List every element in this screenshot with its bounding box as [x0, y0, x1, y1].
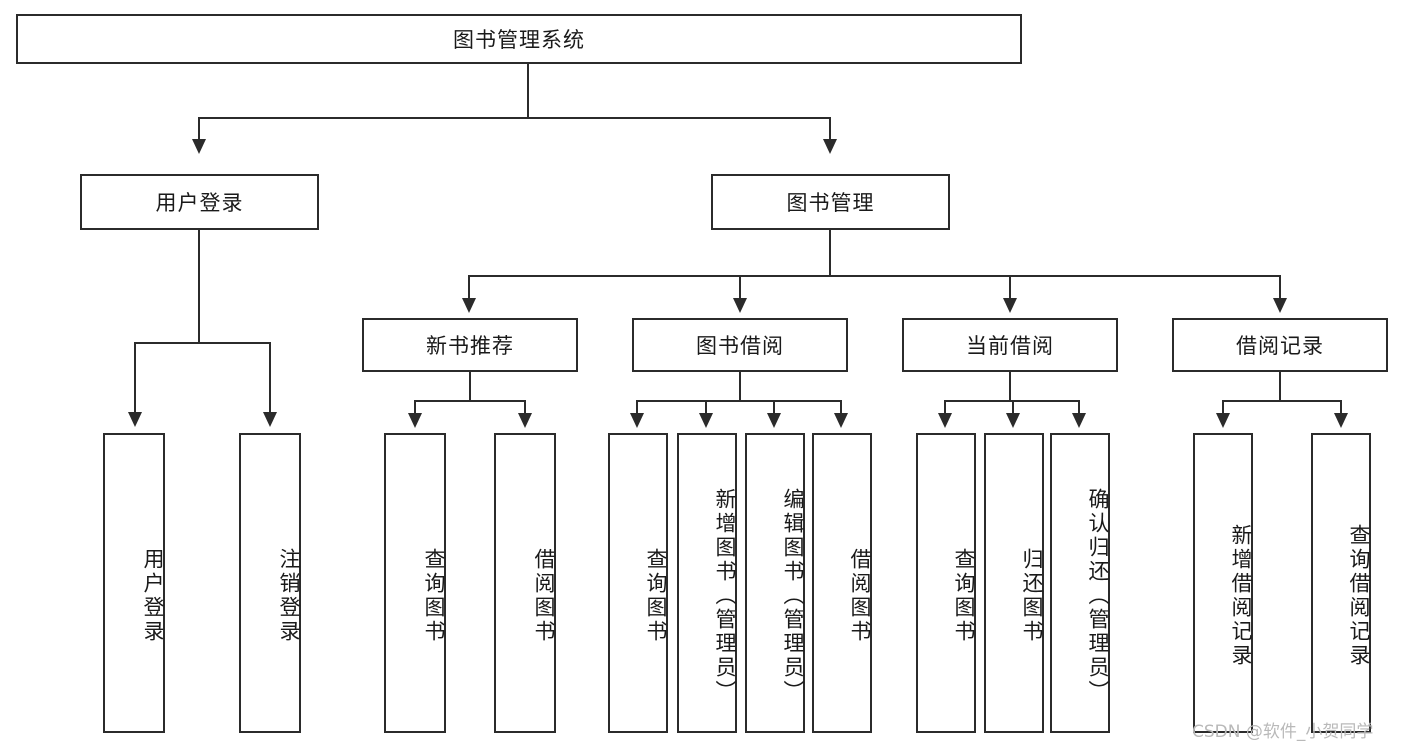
arrow-book-borrow: [733, 298, 747, 313]
edge-new-book-rec-drop-1: [414, 400, 416, 418]
node-root-label: 图书管理系统: [453, 28, 585, 52]
node-new-book-rec[interactable]: 新书推荐: [362, 318, 578, 372]
node-root[interactable]: 图书管理系统: [16, 14, 1022, 64]
node-leaf-confirm-return[interactable]: 确认归还（管理员）: [1050, 433, 1110, 733]
arrow-borrow-record: [1273, 298, 1287, 313]
node-user-login-label: 用户登录: [155, 191, 244, 215]
node-leaf-edit-book[interactable]: 编辑图书（管理员）: [745, 433, 805, 733]
arrow-leaf-add-record: [1216, 413, 1230, 428]
edge-borrow-record-trunk: [1279, 372, 1281, 400]
edge-user-login-bus: [134, 342, 270, 344]
edge-root-trunk: [527, 64, 529, 117]
arrow-to-book-manage: [823, 139, 837, 154]
edge-new-book-rec-trunk: [469, 372, 471, 400]
edge-current-borrow-drop-2: [1012, 400, 1014, 418]
arrow-leaf-query-book-3: [938, 413, 952, 428]
arrow-leaf-borrow-book-2: [834, 413, 848, 428]
node-book-borrow-label: 图书借阅: [696, 334, 784, 358]
edge-drop-book-borrow: [739, 275, 741, 303]
edge-new-book-rec-drop-2: [524, 400, 526, 418]
arrow-leaf-query-book-1: [408, 413, 422, 428]
edge-to-user-login: [198, 117, 200, 145]
arrow-leaf-edit-book: [767, 413, 781, 428]
edge-new-book-rec-bus: [414, 400, 526, 402]
leaf-return-book-label: 归还图书: [1020, 548, 1044, 644]
edge-book-borrow-drop-3: [773, 400, 775, 418]
leaf-query-record-label: 查询借阅记录: [1347, 524, 1371, 668]
node-leaf-user-login[interactable]: 用户登录: [103, 433, 165, 733]
edge-book-borrow-drop-4: [840, 400, 842, 418]
node-leaf-borrow-book-1[interactable]: 借阅图书: [494, 433, 556, 733]
edge-current-borrow-drop-1: [944, 400, 946, 418]
arrow-new-book-rec: [462, 298, 476, 313]
leaf-confirm-return-label: 确认归还（管理员）: [1086, 488, 1110, 704]
arrow-leaf-confirm-return: [1072, 413, 1086, 428]
arrow-leaf-return-book: [1006, 413, 1020, 428]
edge-borrow-record-drop-2: [1340, 400, 1342, 418]
node-leaf-return-book[interactable]: 归还图书: [984, 433, 1044, 733]
edge-book-manage-trunk: [829, 230, 831, 275]
edge-user-login-drop-1: [134, 342, 136, 417]
node-borrow-record[interactable]: 借阅记录: [1172, 318, 1388, 372]
node-leaf-borrow-book-2[interactable]: 借阅图书: [812, 433, 872, 733]
leaf-edit-book-label: 编辑图书（管理员）: [781, 488, 805, 704]
arrow-leaf-query-record: [1334, 413, 1348, 428]
node-new-book-rec-label: 新书推荐: [426, 334, 514, 358]
leaf-borrow-book-2-label: 借阅图书: [848, 548, 872, 644]
arrow-leaf-logout: [263, 412, 277, 427]
node-user-login[interactable]: 用户登录: [80, 174, 319, 230]
edge-level2-bus: [468, 275, 1281, 277]
leaf-add-book-label: 新增图书（管理员）: [713, 488, 737, 704]
leaf-user-login-label: 用户登录: [141, 548, 165, 644]
csdn-watermark: CSDN @软件_小贺同学: [1192, 722, 1374, 742]
arrow-current-borrow: [1003, 298, 1017, 313]
edge-book-borrow-drop-1: [636, 400, 638, 418]
leaf-query-book-2-label: 查询图书: [644, 548, 668, 644]
node-leaf-query-book-3[interactable]: 查询图书: [916, 433, 976, 733]
leaf-query-book-1-label: 查询图书: [422, 548, 446, 644]
node-current-borrow[interactable]: 当前借阅: [902, 318, 1118, 372]
leaf-borrow-book-1-label: 借阅图书: [532, 548, 556, 644]
edge-book-borrow-bus: [636, 400, 842, 402]
edge-borrow-record-bus: [1222, 400, 1342, 402]
node-leaf-add-book[interactable]: 新增图书（管理员）: [677, 433, 737, 733]
edge-current-borrow-trunk: [1009, 372, 1011, 400]
edge-book-borrow-drop-2: [705, 400, 707, 418]
arrow-leaf-borrow-book-1: [518, 413, 532, 428]
edge-drop-current-borrow: [1009, 275, 1011, 303]
arrow-to-user-login: [192, 139, 206, 154]
node-borrow-record-label: 借阅记录: [1236, 334, 1324, 358]
edge-drop-new-book-rec: [468, 275, 470, 303]
edge-current-borrow-drop-3: [1078, 400, 1080, 418]
node-book-borrow[interactable]: 图书借阅: [632, 318, 848, 372]
node-leaf-query-record[interactable]: 查询借阅记录: [1311, 433, 1371, 733]
node-leaf-logout[interactable]: 注销登录: [239, 433, 301, 733]
node-current-borrow-label: 当前借阅: [966, 334, 1054, 358]
node-leaf-add-record[interactable]: 新增借阅记录: [1193, 433, 1253, 733]
node-book-manage[interactable]: 图书管理: [711, 174, 950, 230]
edge-level1-bus: [198, 117, 830, 119]
edge-to-book-manage: [829, 117, 831, 145]
edge-borrow-record-drop-1: [1222, 400, 1224, 418]
node-book-manage-label: 图书管理: [786, 191, 875, 215]
arrow-leaf-add-book: [699, 413, 713, 428]
leaf-query-book-3-label: 查询图书: [952, 548, 976, 644]
leaf-logout-label: 注销登录: [277, 548, 301, 644]
leaf-add-record-label: 新增借阅记录: [1229, 524, 1253, 668]
node-leaf-query-book-1[interactable]: 查询图书: [384, 433, 446, 733]
node-leaf-query-book-2[interactable]: 查询图书: [608, 433, 668, 733]
edge-user-login-trunk: [198, 230, 200, 342]
edge-book-borrow-trunk: [739, 372, 741, 400]
arrow-leaf-user-login: [128, 412, 142, 427]
edge-user-login-drop-2: [269, 342, 271, 417]
edge-drop-borrow-record: [1279, 275, 1281, 303]
arrow-leaf-query-book-2: [630, 413, 644, 428]
